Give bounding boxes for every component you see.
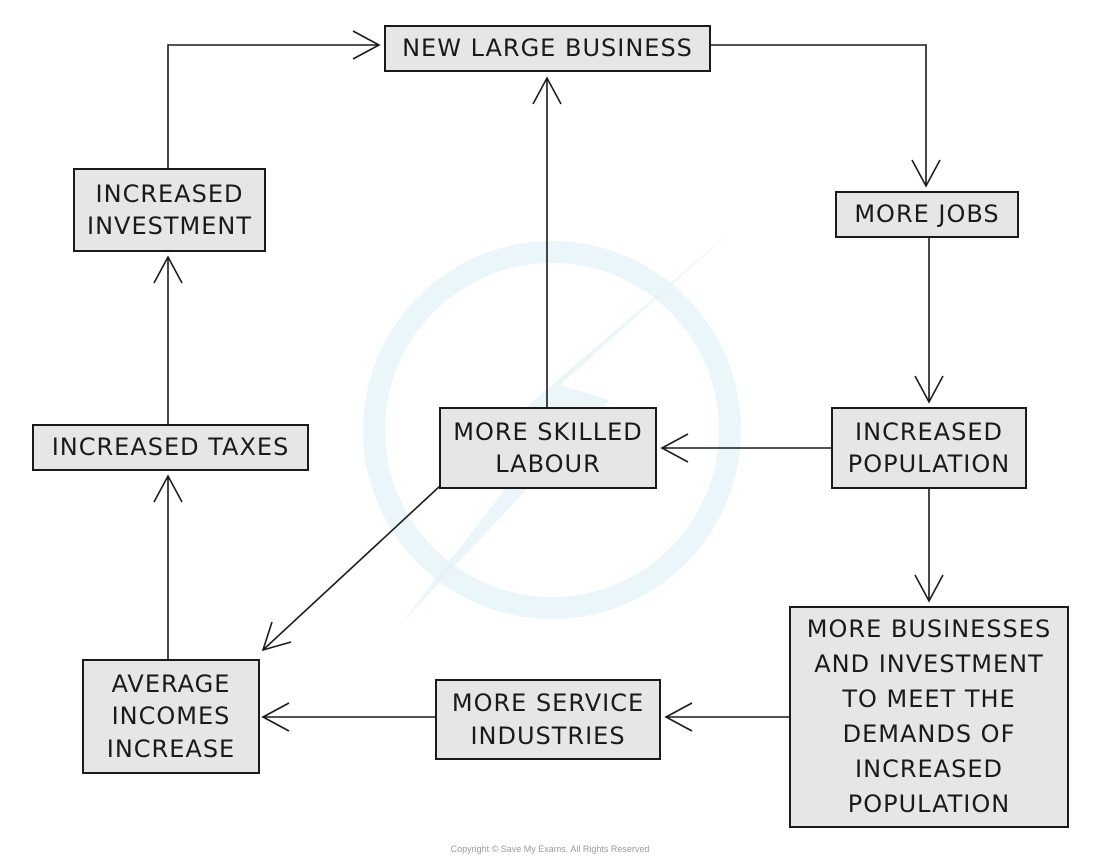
- arrow-service-industries-to-average-incomes: [261, 702, 435, 732]
- arrow-skilled-labour-to-new-business: [532, 76, 562, 407]
- arrow-new-business-to-more-jobs: [711, 44, 941, 188]
- arrow-population-to-skilled-labour: [660, 433, 831, 463]
- arrow-taxes-to-investment: [153, 255, 183, 424]
- node-more-jobs: MORE JOBS: [835, 191, 1019, 238]
- node-more-businesses-and-investment: MORE BUSINESSES AND INVESTMENT TO MEET T…: [789, 606, 1069, 828]
- arrow-population-to-more-businesses: [914, 489, 944, 603]
- node-increased-taxes: INCREASED TAXES: [32, 424, 309, 471]
- node-average-incomes-increase: AVERAGE INCOMES INCREASE: [82, 659, 260, 774]
- node-increased-population: INCREASED POPULATION: [831, 407, 1027, 489]
- node-more-skilled-labour: MORE SKILLED LABOUR: [439, 407, 657, 489]
- arrow-skilled-labour-to-average-incomes: [261, 485, 441, 652]
- arrow-investment-to-new-business: [167, 30, 381, 168]
- node-new-large-business: NEW LARGE BUSINESS: [384, 25, 711, 72]
- node-more-service-industries: MORE SERVICE INDUSTRIES: [435, 679, 661, 760]
- node-increased-investment: INCREASED INVESTMENT: [73, 168, 266, 252]
- arrow-more-jobs-to-increased-population: [914, 238, 944, 404]
- arrow-average-incomes-to-taxes: [153, 474, 183, 659]
- arrow-more-businesses-to-service-industries: [664, 702, 789, 732]
- copyright-notice: Copyright © Save My Exams. All Rights Re…: [450, 844, 650, 854]
